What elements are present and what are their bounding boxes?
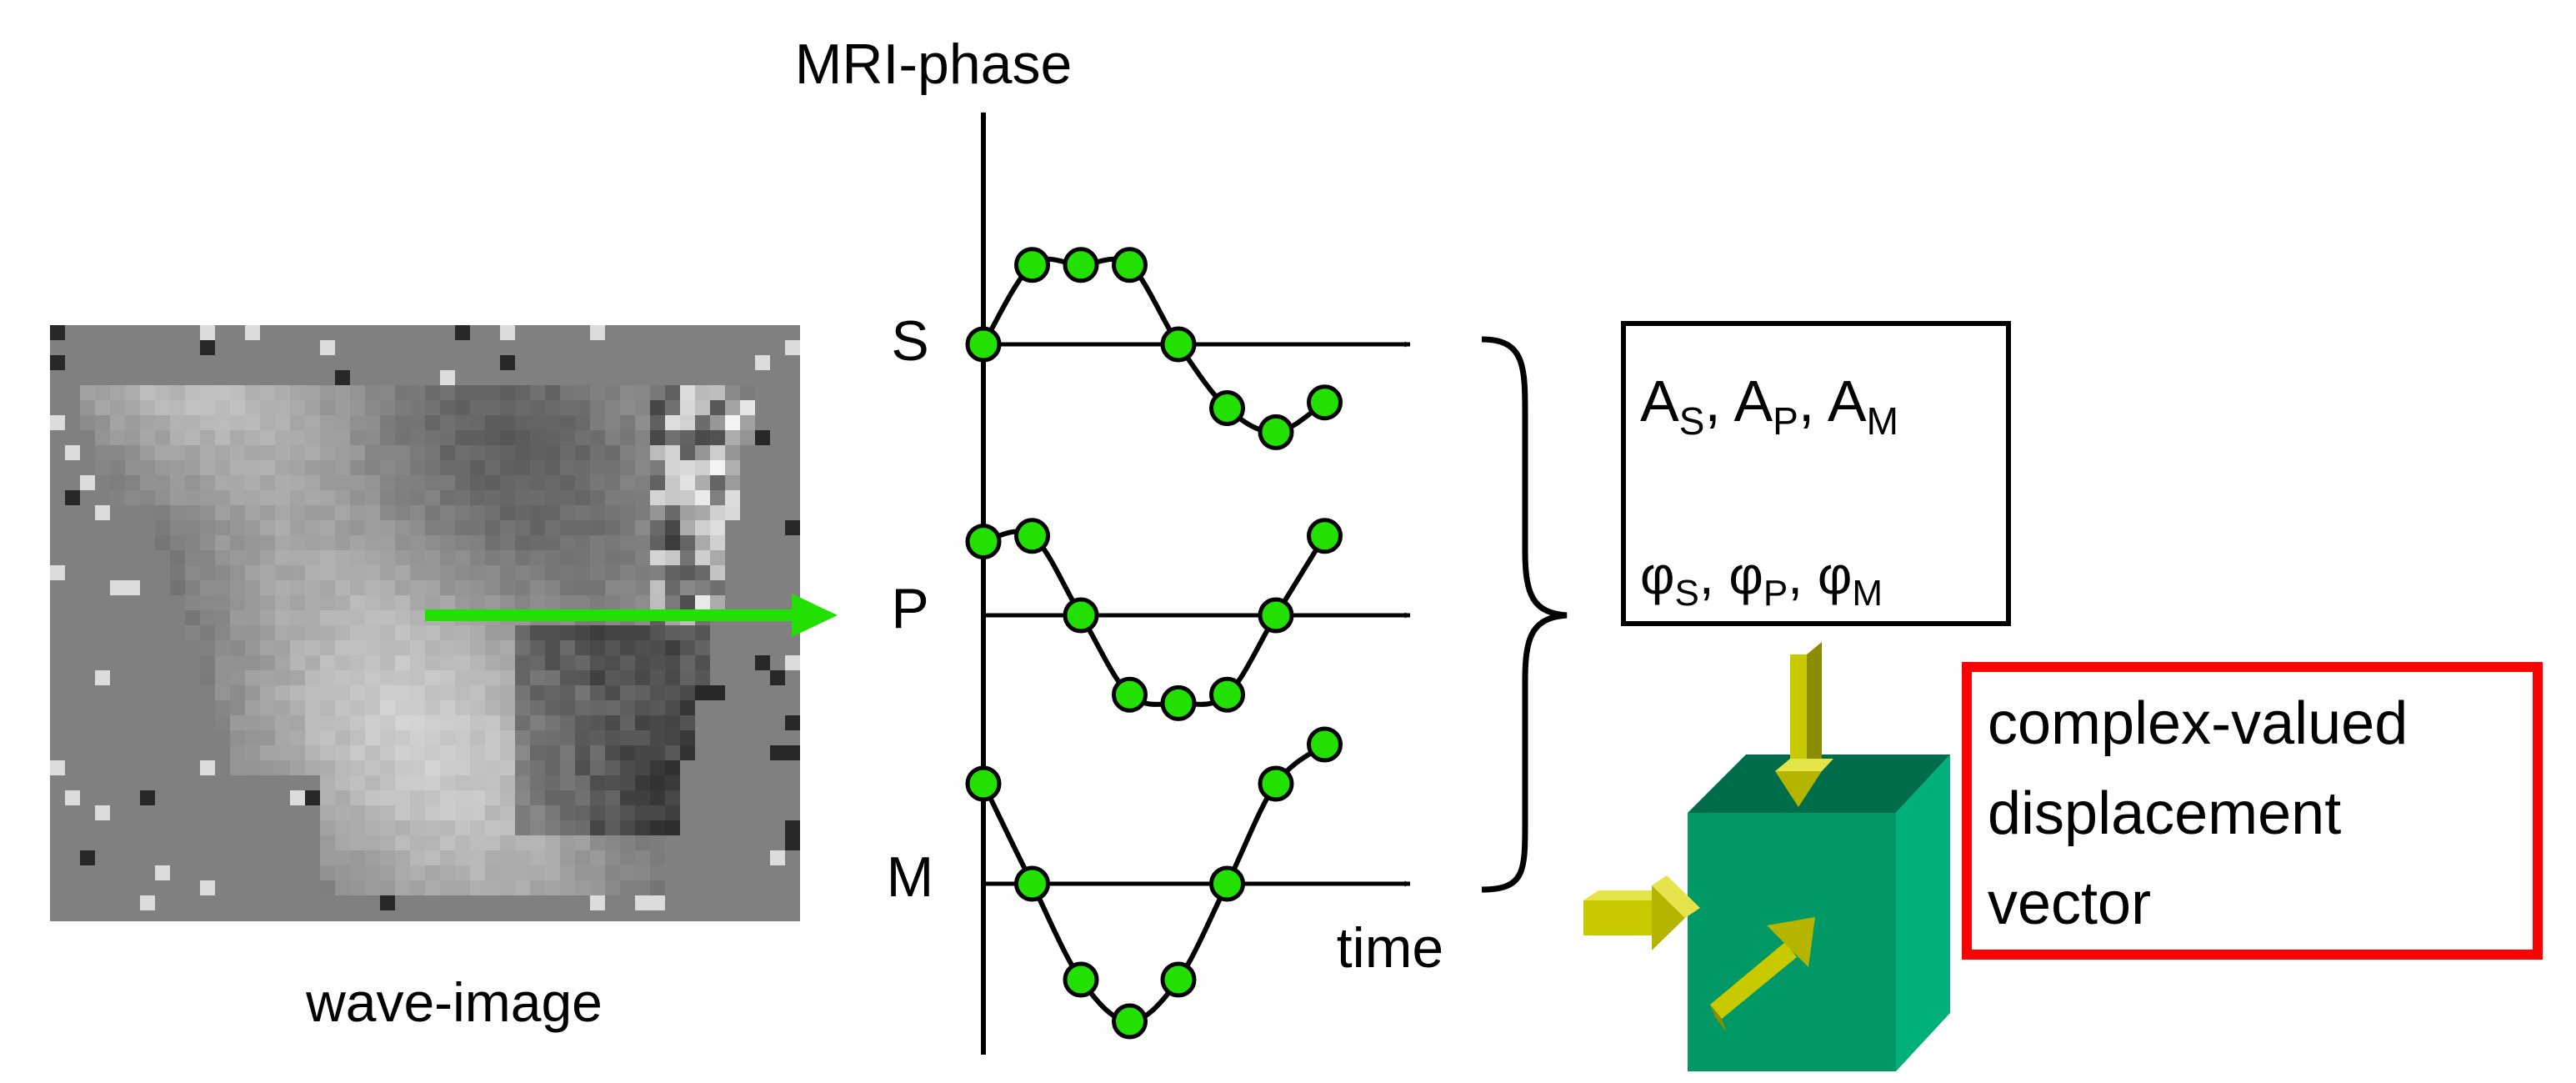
force-arrow-top: [1775, 642, 1833, 807]
trace-point-s: [1209, 390, 1245, 426]
profile-arrow: [425, 594, 838, 637]
phase-axes: [980, 112, 1411, 1055]
curly-brace: [1481, 336, 1568, 893]
trace-point-p: [1014, 518, 1050, 554]
trace-point-m: [1063, 961, 1099, 998]
trace-point-s: [965, 326, 1002, 363]
profile-arrow-head: [792, 594, 838, 637]
wave-image-caption: wave-image: [305, 971, 603, 1033]
wave-image: [50, 325, 800, 921]
trace-point-p: [1112, 676, 1148, 713]
force-arrow-diagonal: [1710, 917, 1815, 1032]
trace-point-s: [1014, 247, 1050, 283]
trace-point-m: [1307, 726, 1343, 763]
wave-image-pixels: [50, 325, 800, 910]
trace-point-m: [965, 765, 1002, 802]
trace-point-m: [1209, 865, 1245, 902]
parameters-box: [1621, 321, 2011, 626]
trace-point-p: [1063, 597, 1099, 634]
trace-point-p: [1209, 676, 1245, 713]
trace-label-p: P: [891, 577, 928, 640]
trace-point-p: [1307, 518, 1343, 554]
phase-parameters: φS, φP, φM: [1640, 545, 1883, 614]
trace-label-s: S: [891, 309, 928, 373]
amplitude-parameters: AS, AP, AM: [1640, 369, 1898, 443]
trace-label-m: M: [887, 845, 934, 909]
result-line-2: displacement: [1988, 780, 2341, 847]
trace-point-s: [1160, 326, 1197, 363]
trace-point-m: [1258, 765, 1294, 802]
trace-point-p: [965, 524, 1002, 560]
trace-point-m: [1112, 1003, 1148, 1040]
trace-point-p: [1258, 597, 1294, 634]
x-axis-label: time: [1337, 916, 1443, 980]
trace-point-m: [1014, 865, 1050, 902]
force-arrow-left: [1583, 875, 1700, 950]
trace-point-s: [1307, 384, 1343, 421]
phase-traces: [965, 247, 1343, 1040]
trace-point-p: [1160, 684, 1197, 721]
trace-point-s: [1112, 247, 1148, 283]
result-line-1: complex-valued: [1988, 690, 2408, 757]
result-line-3: vector: [1988, 870, 2151, 937]
trace-point-m: [1160, 961, 1197, 998]
result-box: [1962, 662, 2543, 960]
trace-point-s: [1258, 414, 1294, 450]
trace-point-s: [1063, 247, 1099, 283]
y-axis-label: MRI-phase: [795, 33, 1073, 96]
displacement-cube: [1583, 642, 1950, 1071]
cube-top-face: [1688, 755, 1950, 813]
cube-side-face: [1896, 755, 1950, 1071]
